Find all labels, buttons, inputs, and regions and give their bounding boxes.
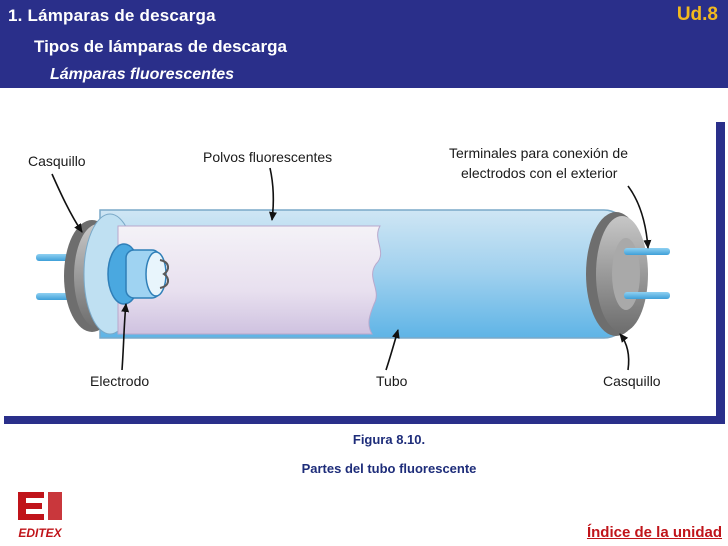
logo-emblem-side [48, 492, 62, 520]
unit-badge: Ud.8 [676, 4, 718, 25]
label-casquillo-left: Casquillo [28, 153, 86, 169]
electrode-filament [159, 259, 170, 289]
label-casquillo-right: Casquillo [603, 373, 661, 389]
label-terminales-line2: electrodos con el exterior [461, 165, 618, 181]
frame-shadow-bottom [4, 416, 725, 424]
right-pin-top [624, 248, 670, 255]
arrow-casquillo-right [619, 333, 630, 371]
figure-number: Figura 8.10. [352, 432, 426, 447]
figure-caption: Partes del tubo fluorescente [301, 461, 477, 476]
arrow-tubo [385, 329, 400, 371]
label-tubo: Tubo [376, 373, 408, 389]
label-terminales-line1: Terminales para conexión de [449, 145, 628, 161]
arrow-electrodo [121, 303, 130, 371]
logo-emblem [18, 492, 44, 520]
arrow-polvos [269, 167, 277, 221]
slide-title: 1. Lámparas de descarga [8, 6, 216, 25]
slide-header: 1. Lámparas de descarga Tipos de lámpara… [0, 0, 728, 88]
slide-section: Lámparas fluorescentes [50, 66, 235, 83]
index-link[interactable]: Índice de la unidad [586, 524, 722, 541]
editex-logo: EDITEX [18, 492, 63, 540]
logo-text: EDITEX [18, 526, 62, 540]
frame-shadow-right [716, 122, 725, 424]
fluorescent-tube-diagram: Casquillo Polvos fluorescentes Terminale… [4, 122, 725, 424]
label-electrodo: Electrodo [90, 373, 149, 389]
right-pin-bottom [624, 292, 670, 299]
label-polvos-fluorescentes: Polvos fluorescentes [203, 149, 332, 165]
slide-subtitle: Tipos de lámparas de descarga [34, 37, 287, 56]
arrow-terminales [627, 185, 652, 249]
arrow-casquillo-left [51, 173, 83, 233]
electrode-end [145, 251, 167, 297]
fluorescent-powder-layer [117, 225, 382, 335]
